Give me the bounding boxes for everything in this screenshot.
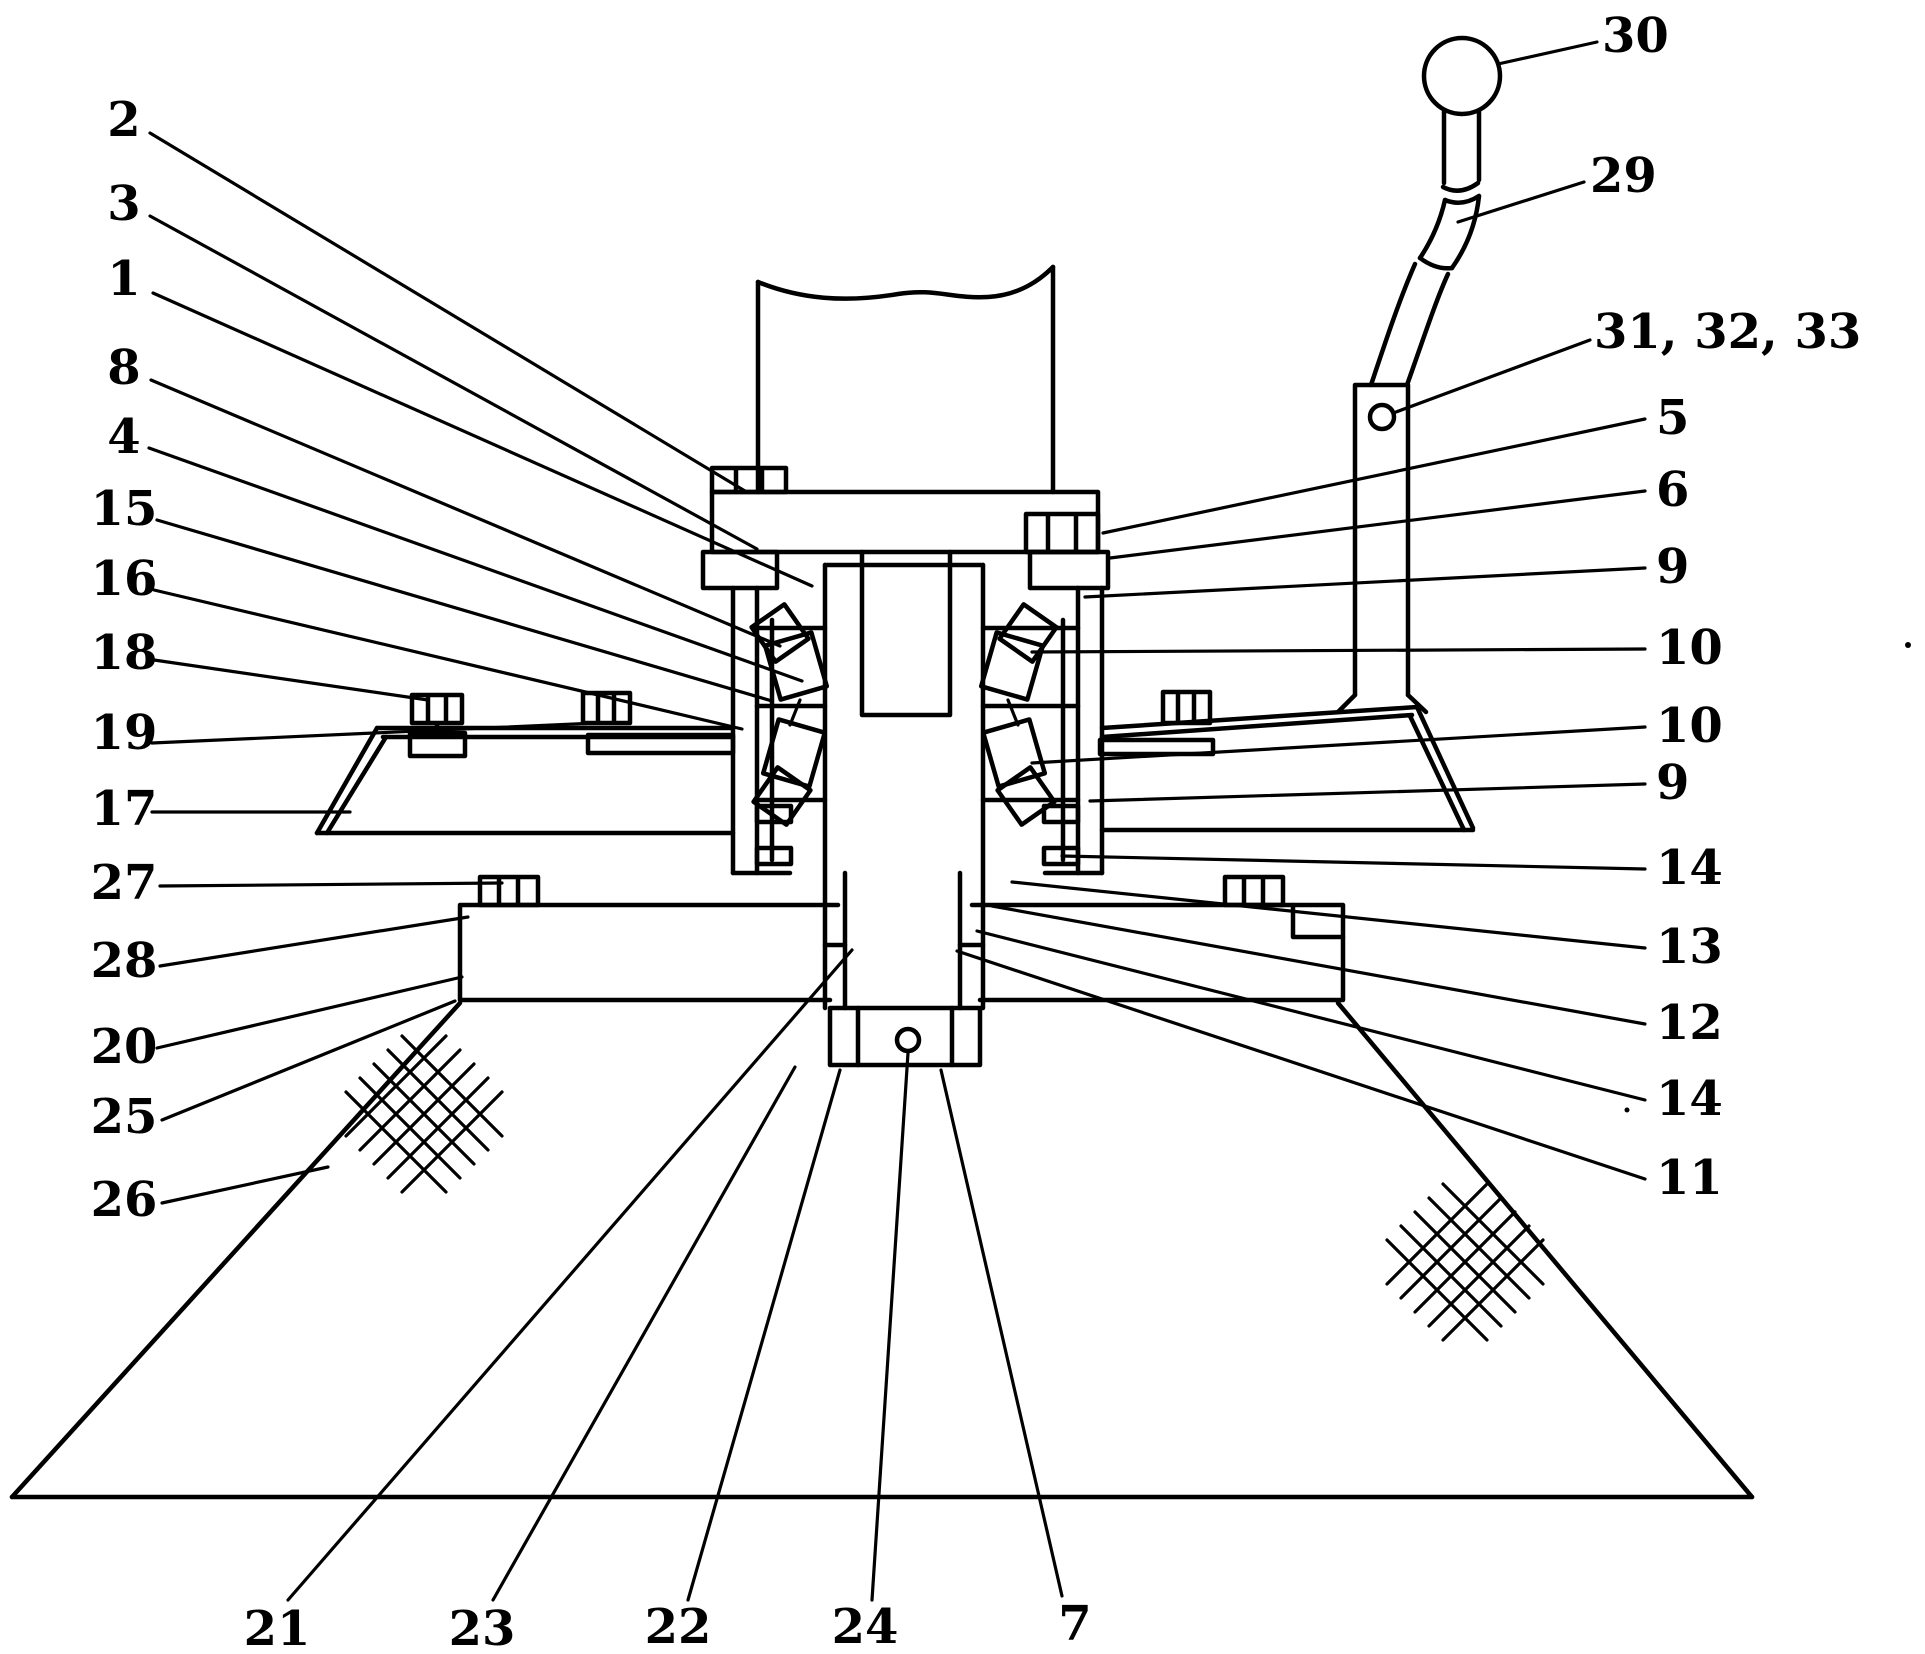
part-label-13: 13 bbox=[1656, 919, 1723, 975]
tilted-pan bbox=[314, 689, 1476, 836]
mesh-patch-left bbox=[344, 1034, 504, 1194]
part-label-10b: 10 bbox=[1656, 698, 1723, 754]
part-label-19: 19 bbox=[91, 705, 158, 761]
part-label-30: 30 bbox=[1602, 8, 1669, 64]
part-label-3: 3 bbox=[107, 176, 140, 232]
part-label-24: 24 bbox=[832, 1599, 899, 1654]
clamp-bar bbox=[700, 465, 1111, 591]
part-label-4: 4 bbox=[107, 409, 140, 465]
part-labels: 2 3 1 8 4 15 16 18 19 17 27 28 20 25 26 … bbox=[91, 8, 1862, 1654]
machine-drawing bbox=[9, 35, 1911, 1500]
engine-shaft bbox=[755, 264, 1056, 495]
part-label-23: 23 bbox=[449, 1601, 516, 1654]
part-label-8: 8 bbox=[107, 340, 140, 396]
part-label-26: 26 bbox=[91, 1172, 158, 1228]
part-label-5: 5 bbox=[1656, 390, 1689, 446]
part-label-9b: 9 bbox=[1656, 755, 1689, 811]
part-label-16: 16 bbox=[91, 551, 158, 607]
bearing-housing bbox=[730, 585, 1105, 876]
part-label-18: 18 bbox=[91, 625, 158, 681]
part-label-6: 6 bbox=[1656, 462, 1689, 518]
part-label-15: 15 bbox=[91, 481, 158, 537]
part-label-7: 7 bbox=[1058, 1596, 1091, 1652]
part-label-12: 12 bbox=[1656, 995, 1723, 1051]
part-label-25: 25 bbox=[91, 1089, 158, 1145]
mount-plate bbox=[457, 874, 1346, 1003]
print-speck bbox=[1624, 1107, 1630, 1113]
handle-post-hole bbox=[1367, 402, 1397, 432]
part-label-9a: 9 bbox=[1656, 539, 1689, 595]
part-label-1: 1 bbox=[107, 251, 140, 307]
part-label-29: 29 bbox=[1590, 148, 1657, 204]
part-label-14a: 14 bbox=[1656, 840, 1723, 896]
hub bbox=[827, 1005, 983, 1068]
print-speck bbox=[1905, 642, 1911, 648]
part-label-2: 2 bbox=[107, 92, 140, 148]
part-label-21: 21 bbox=[244, 1601, 311, 1654]
mesh-patch-right bbox=[1385, 1182, 1545, 1342]
part-label-27: 27 bbox=[91, 855, 158, 911]
part-label-28: 28 bbox=[91, 933, 158, 989]
part-label-22: 22 bbox=[645, 1599, 712, 1654]
leader-lines bbox=[147, 40, 1647, 1602]
part-label-17: 17 bbox=[91, 781, 158, 837]
hull bbox=[9, 1000, 1755, 1500]
part-label-10a: 10 bbox=[1656, 620, 1723, 676]
center-hole bbox=[894, 1026, 922, 1054]
seal-rings bbox=[754, 803, 1081, 867]
part-label-11: 11 bbox=[1656, 1150, 1723, 1206]
part-label-31-32-33: 31, 32, 33 bbox=[1594, 304, 1861, 360]
part-label-14b: 14 bbox=[1656, 1071, 1723, 1127]
tapered-roller-bearings-left bbox=[749, 602, 830, 827]
part-label-20: 20 bbox=[91, 1019, 158, 1075]
spindle bbox=[822, 549, 986, 1011]
handle-knob bbox=[1421, 35, 1503, 117]
handle bbox=[1335, 35, 1503, 715]
tapered-roller-bearings-right bbox=[978, 602, 1059, 827]
